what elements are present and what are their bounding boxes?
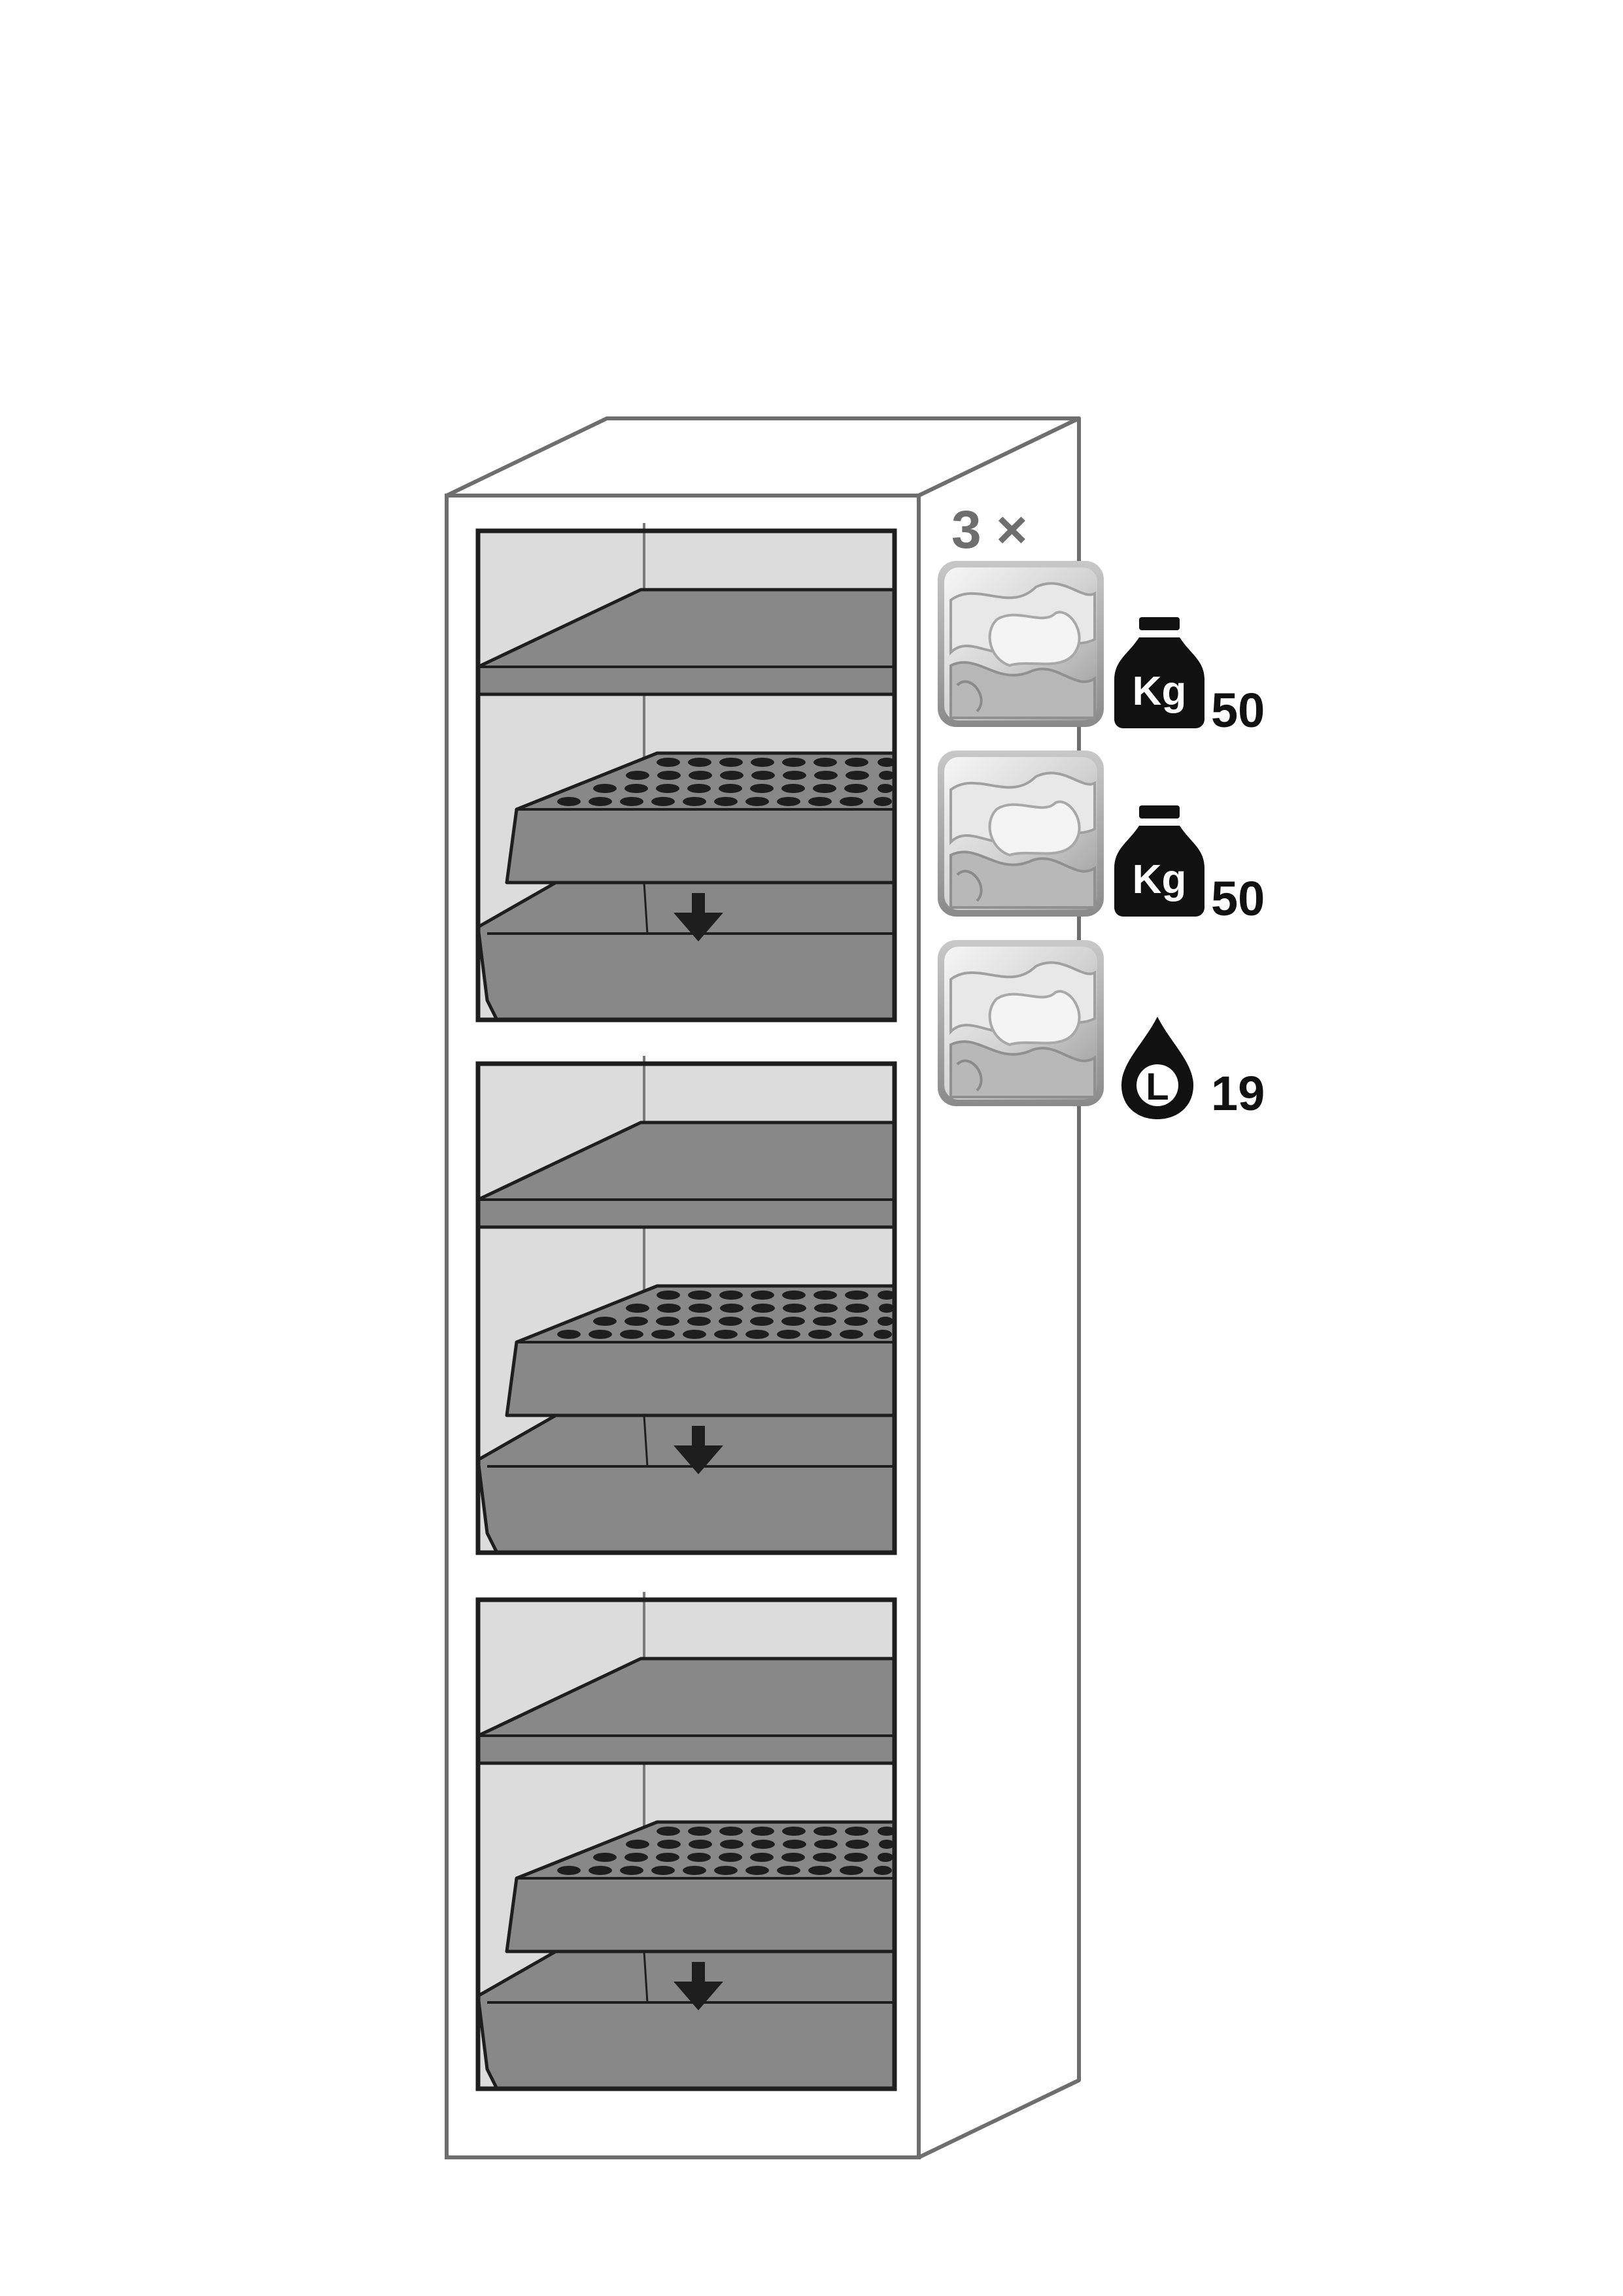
compartment-3 xyxy=(478,1592,896,2089)
weight-kg-icon: Kg xyxy=(1114,805,1204,917)
liquid-drop-icon: L xyxy=(1121,1017,1193,1119)
spec-value: 50 xyxy=(1211,871,1265,926)
svg-text:Kg: Kg xyxy=(1133,669,1187,714)
weight-kg-icon: Kg xyxy=(1114,617,1204,728)
svg-text:Kg: Kg xyxy=(1133,857,1187,902)
spec-weight-2: Kg 50 xyxy=(1114,805,1265,926)
compartment-2 xyxy=(478,1056,896,1553)
compartment-1 xyxy=(478,523,896,1020)
stone-tile-2 xyxy=(936,749,1105,918)
spec-liquid: L 19 xyxy=(1121,1017,1265,1121)
spec-value: 50 xyxy=(1211,683,1265,737)
stone-tile-3 xyxy=(936,939,1105,1107)
multiplier-label: 3 × xyxy=(951,500,1027,560)
spec-value: 19 xyxy=(1211,1066,1265,1121)
svg-text:L: L xyxy=(1146,1066,1169,1108)
stone-tile-1 xyxy=(936,560,1105,728)
spec-weight-1: Kg 50 xyxy=(1114,617,1265,737)
